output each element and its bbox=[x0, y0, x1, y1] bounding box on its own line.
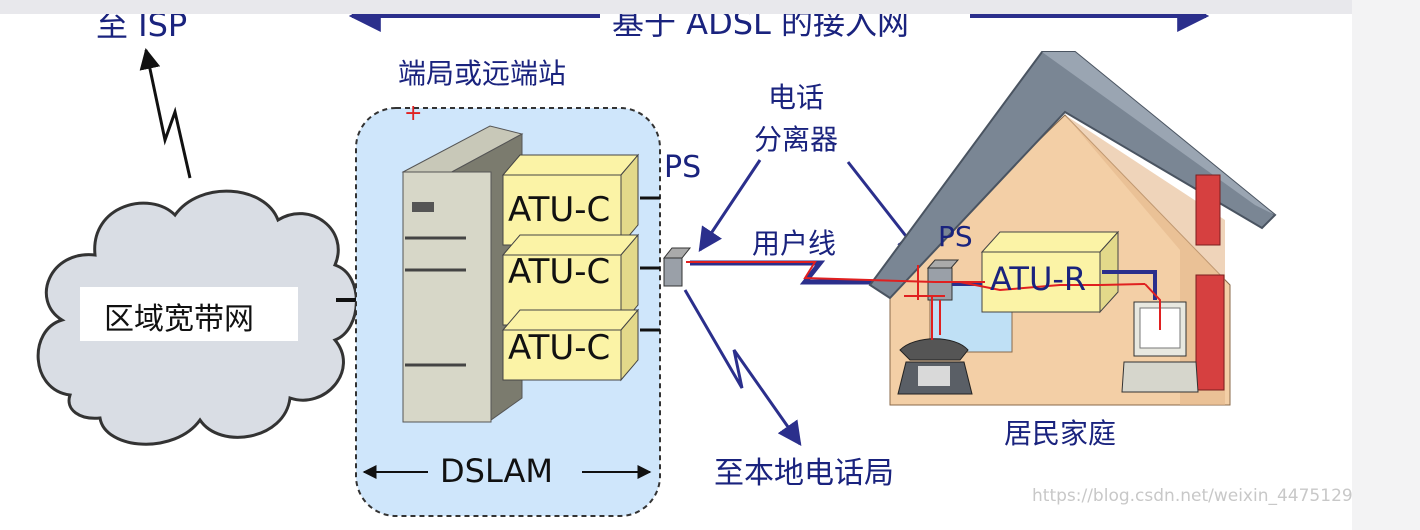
splitter-label-line1: 电话 bbox=[768, 81, 825, 114]
ps-office-label: PS bbox=[664, 150, 702, 185]
office-label: 端局或远端站 bbox=[398, 57, 567, 90]
red-annotation-lines bbox=[686, 261, 1161, 340]
telephone bbox=[897, 338, 973, 395]
home-splitter bbox=[926, 259, 960, 301]
user-line-label: 用户线 bbox=[752, 227, 837, 260]
top-edge-bar bbox=[0, 0, 1352, 14]
atu-c-connectors bbox=[640, 196, 660, 332]
home-label: 居民家庭 bbox=[1004, 417, 1117, 450]
isp-link-lightning bbox=[139, 47, 192, 179]
atu-c-box-1 bbox=[501, 153, 640, 247]
regional-broadband-cloud bbox=[36, 189, 358, 446]
atu-c-label-1: ATU-C bbox=[508, 190, 611, 230]
splitter-pointer-left bbox=[698, 159, 762, 252]
watermark: https://blog.csdn.net/weixin_44751294 bbox=[1032, 486, 1364, 506]
atu-c-label-3: ATU-C bbox=[508, 328, 611, 368]
atu-c-box-3 bbox=[501, 308, 640, 382]
ps-home-label: PS bbox=[938, 220, 973, 253]
atu-c-label-2: ATU-C bbox=[508, 252, 611, 292]
dslam-label: DSLAM bbox=[440, 452, 554, 490]
red-cross-mark: + bbox=[404, 101, 422, 126]
right-scroll-area[interactable] bbox=[1352, 0, 1420, 530]
cloud-label: 区域宽带网 bbox=[104, 302, 254, 337]
dslam-cabinet bbox=[401, 125, 524, 423]
local-office-label: 至本地电话局 bbox=[714, 456, 894, 491]
splitter-label-line2: 分离器 bbox=[754, 123, 839, 156]
office-splitter bbox=[662, 247, 692, 287]
local-office-lightning bbox=[683, 289, 802, 446]
atu-r-label: ATU-R bbox=[990, 260, 1087, 298]
computer-link bbox=[1102, 270, 1157, 300]
